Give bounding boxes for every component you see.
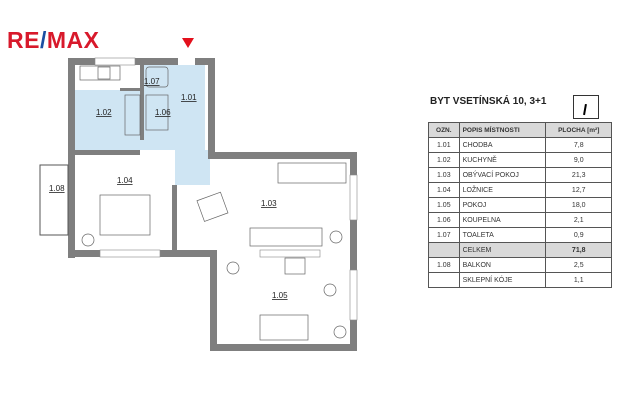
cell-area: 2,1 (545, 212, 612, 228)
cell-code: 1.08 (428, 257, 460, 273)
header-area: PLOCHA [m²] (545, 122, 612, 138)
cell-name: TOALETA (458, 227, 547, 243)
cell-code: 1.03 (428, 167, 460, 183)
cell-code (428, 272, 460, 288)
logo-text: MAX (46, 27, 100, 53)
cell-area: 12,7 (545, 182, 612, 198)
furniture (79, 65, 347, 341)
hallway-tiles (175, 150, 210, 185)
cell-name: CHODBA (458, 137, 547, 153)
cell-code: 1.07 (428, 227, 460, 243)
cell-area: 1,1 (545, 272, 612, 288)
cell-name: KUCHYNĚ (458, 152, 547, 168)
table-header: OZN. POPIS MÍSTNOSTI PLOCHA [m²] (428, 122, 612, 138)
room-label-1-05: 1.05 (272, 291, 288, 300)
balcony (39, 164, 69, 236)
hallway-tiles (140, 65, 205, 150)
cell-code: 1.05 (428, 197, 460, 213)
windows (94, 57, 358, 321)
entrance-arrow-icon (182, 38, 194, 48)
cell-code: 1.04 (428, 182, 460, 198)
logo-slash: / (39, 27, 47, 53)
cell-area: 2,5 (545, 257, 612, 273)
room-label-1-01: 1.01 (181, 93, 197, 102)
cell-name: LOŽNICE (458, 182, 547, 198)
room-label-1-06: 1.06 (155, 108, 171, 117)
cell-area: 0,9 (545, 227, 612, 243)
cell-code: 1.01 (428, 137, 460, 153)
cell-name: CELKEM (458, 242, 547, 258)
logo-text: RE (7, 27, 40, 53)
room-label-1-08: 1.08 (49, 184, 65, 193)
room-label-1-04: 1.04 (117, 176, 133, 185)
cell-name: POKOJ (458, 197, 547, 213)
cell-name: SKLEPNÍ KÓJE (458, 272, 547, 288)
cell-name: BALKON (458, 257, 547, 273)
room-label-1-07: 1.07 (144, 77, 160, 86)
cell-code: 1.06 (428, 212, 460, 228)
cell-area: 21,3 (545, 167, 612, 183)
cell-name: OBÝVACÍ POKOJ (458, 167, 547, 183)
cell-area: 71,8 (545, 242, 612, 258)
header-name: POPIS MÍSTNOSTI (458, 122, 547, 138)
cell-area: 18,0 (545, 197, 612, 213)
cell-name: KOUPELNA (458, 212, 547, 228)
north-arrow-icon (573, 95, 599, 119)
remax-logo: RE/MAX (7, 27, 99, 54)
room-label-1-03: 1.03 (261, 199, 277, 208)
cell-code (428, 242, 460, 258)
header-code: OZN. (428, 122, 460, 138)
cell-code: 1.02 (428, 152, 460, 168)
room-label-1-02: 1.02 (96, 108, 112, 117)
apartment-title: BYT VSETÍNSKÁ 10, 3+1 (430, 96, 547, 107)
floor-plan: 1.07 1.01 1.02 1.06 1.04 1.03 1.05 1.08 (39, 38, 358, 351)
cell-area: 9,0 (545, 152, 612, 168)
cell-area: 7,8 (545, 137, 612, 153)
